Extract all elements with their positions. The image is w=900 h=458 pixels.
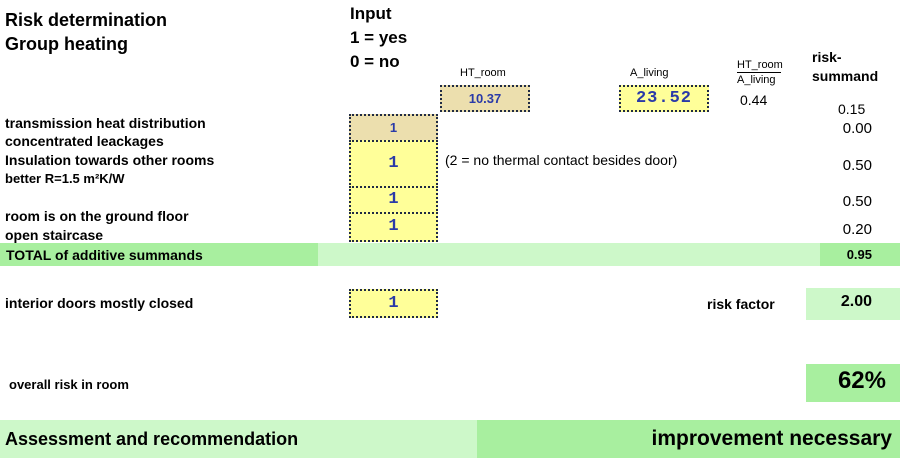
input-ground-floor[interactable]: 1 — [349, 212, 438, 242]
a-living-input[interactable]: 23.52 — [619, 85, 709, 112]
risk-summand-header-2: summand — [812, 68, 879, 84]
risk-summand-header-1: risk- — [812, 49, 842, 65]
risk-factor-value: 2.00 — [840, 293, 872, 310]
ratio-label-bottom: A_living — [737, 74, 776, 86]
overall-risk-label: overall risk in room — [9, 377, 129, 392]
insulation-note: (2 = no thermal contact besides door) — [445, 152, 678, 168]
a-living-label: A_living — [630, 67, 669, 79]
total-band-left — [0, 243, 318, 266]
ratio-value: 0.44 — [740, 92, 768, 108]
assessment-result: improvement necessary — [651, 427, 892, 450]
summand-better-r: 0.50 — [842, 193, 872, 210]
total-value: 0.95 — [846, 247, 872, 262]
total-band-right — [820, 243, 900, 266]
row-label-leakages: concentrated leackages — [5, 133, 164, 149]
assessment-label: Assessment and recommendation — [5, 429, 299, 449]
row-label-better-r: better R=1.5 m²K/W — [5, 171, 125, 186]
input-legend-yes: 1 = yes — [350, 28, 408, 47]
row-label-insulation: Insulation towards other rooms — [5, 152, 215, 168]
input-insulation[interactable]: 1 — [349, 140, 438, 188]
input-legend-no: 0 = no — [350, 52, 400, 71]
input-transmission[interactable]: 1 — [349, 114, 438, 142]
row-label-ground-floor: room is on the ground floor — [5, 208, 189, 224]
total-band-mid — [318, 243, 820, 266]
summand-ground-floor: 0.20 — [842, 221, 872, 238]
ht-room-label: HT_room — [460, 67, 506, 79]
assessment-band-right — [477, 420, 900, 458]
overall-risk-box — [806, 364, 900, 402]
summand-transmission: 0.00 — [842, 120, 872, 137]
input-doors[interactable]: 1 — [349, 289, 438, 318]
ratio-divider — [737, 72, 781, 73]
input-better-r[interactable]: 1 — [349, 186, 438, 214]
doors-label: interior doors mostly closed — [5, 295, 194, 311]
risk-factor-box — [806, 288, 900, 320]
assessment-band-left — [0, 420, 477, 458]
ratio-summand-value: 0.15 — [838, 101, 866, 117]
row-label-transmission: transmission heat distribution — [5, 115, 206, 131]
overall-risk-value: 62% — [837, 367, 886, 394]
total-label: TOTAL of additive summands — [6, 247, 203, 263]
summand-insulation: 0.50 — [842, 157, 872, 174]
title-line-2: Group heating — [5, 34, 128, 54]
risk-factor-label: risk factor — [707, 296, 775, 312]
ht-room-input[interactable]: 10.37 — [440, 85, 530, 112]
title-line-1: Risk determination — [5, 10, 168, 30]
ratio-label-top: HT_room — [737, 59, 783, 71]
input-legend-heading: Input — [350, 4, 392, 23]
row-label-staircase: open staircase — [5, 227, 104, 243]
